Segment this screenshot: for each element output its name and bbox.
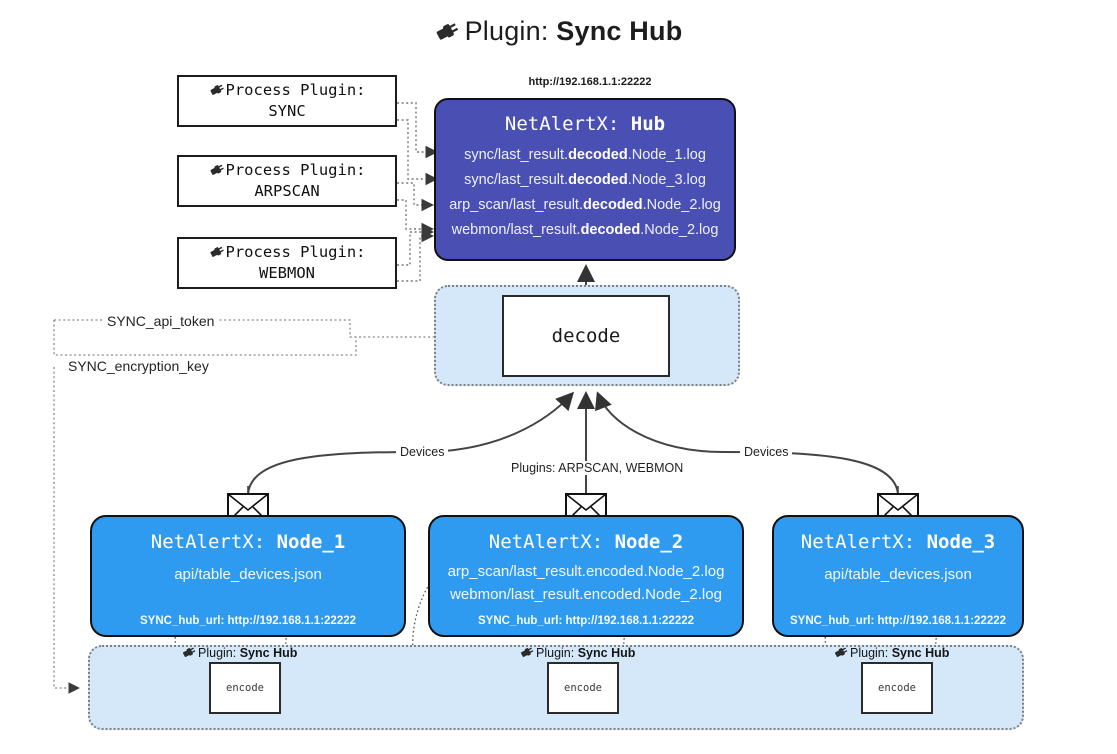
encoder-label-prefix: Plugin: xyxy=(850,646,889,660)
sync-api-token-label: SYNC_api_token xyxy=(103,313,219,329)
hub-log-line: arp_scan/last_result.decoded.Node_2.log xyxy=(436,193,734,218)
hub-node[interactable]: NetAlertX: Hub sync/last_result.decoded.… xyxy=(434,98,736,261)
hub-title: NetAlertX: Hub xyxy=(436,113,734,135)
log-pre: sync/last_result. xyxy=(464,171,569,188)
encoder-label-prefix: Plugin: xyxy=(536,646,575,660)
hub-title-name: Hub xyxy=(630,113,666,135)
node-resource-line: api/table_devices.json xyxy=(174,566,322,583)
log-post: .Node_2.log xyxy=(640,221,719,238)
plug-icon xyxy=(209,82,226,102)
log-pre: arp_scan/last_result. xyxy=(449,196,583,213)
plug-icon xyxy=(520,645,535,662)
process-plugin-name: ARPSCAN xyxy=(254,182,320,201)
sync-encryption-key-label: SYNC_encryption_key xyxy=(64,358,213,374)
plug-icon xyxy=(209,162,226,182)
log-mid: decoded xyxy=(568,171,628,188)
node-resource-line: webmon/last_result.encoded.Node_2.log xyxy=(450,586,722,603)
log-post: .Node_3.log xyxy=(627,171,706,188)
log-mid: decoded xyxy=(580,221,641,238)
hub-log-line: webmon/last_result.decoded.Node_2.log xyxy=(436,218,734,243)
node-resource-line: arp_scan/last_result.encoded.Node_2.log xyxy=(447,563,725,580)
node-box-node-3[interactable]: NetAlertX: Node_3 api/table_devices.json… xyxy=(772,515,1024,637)
plug-icon xyxy=(182,645,197,662)
plug-icon xyxy=(209,244,226,264)
process-plugin-name: WEBMON xyxy=(259,264,315,283)
node-hub-url: SYNC_hub_url: http://192.168.1.1:22222 xyxy=(139,615,357,627)
process-plugin-box-arpscan[interactable]: Process Plugin: ARPSCAN xyxy=(177,155,397,207)
encoder-plugin-label-2: Plugin: Sync Hub xyxy=(520,645,635,662)
hub-log-list: sync/last_result.decoded.Node_1.log sync… xyxy=(436,143,734,243)
process-plugin-box-webmon[interactable]: Process Plugin: WEBMON xyxy=(177,237,397,289)
log-mid: decoded xyxy=(582,196,643,213)
process-plugin-name: SYNC xyxy=(268,102,306,121)
process-plugin-box-sync[interactable]: Process Plugin: SYNC xyxy=(177,75,397,127)
encoder-plugin-label-3: Plugin: Sync Hub xyxy=(834,645,949,662)
hub-url-label: http://192.168.1.1:22222 xyxy=(528,76,652,88)
node-hub-url: SYNC_hub_url: http://192.168.1.1:22222 xyxy=(477,615,695,627)
node-box-node-1[interactable]: NetAlertX: Node_1 api/table_devices.json… xyxy=(90,515,406,637)
node-title-name: Node_1 xyxy=(276,531,346,553)
encoder-plugin-label-1: Plugin: Sync Hub xyxy=(182,645,297,662)
hub-log-line: sync/last_result.decoded.Node_1.log xyxy=(436,143,734,168)
hub-log-line: sync/last_result.decoded.Node_3.log xyxy=(436,168,734,193)
node-title-prefix: NetAlertX: xyxy=(488,531,604,553)
encoder-label-name: Sync Hub xyxy=(239,646,298,660)
node-resource-line: api/table_devices.json xyxy=(824,566,972,583)
encoder-label-prefix: Plugin: xyxy=(198,646,237,660)
node-title: NetAlertX: Node_1 xyxy=(92,531,404,553)
page-title-name: Sync Hub xyxy=(556,16,683,46)
node-title: NetAlertX: Node_3 xyxy=(774,531,1022,553)
process-plugin-label: Process Plugin: xyxy=(225,81,366,99)
plug-icon xyxy=(834,645,849,662)
node-box-node-2[interactable]: NetAlertX: Node_2 arp_scan/last_result.e… xyxy=(428,515,744,637)
hub-title-prefix: NetAlertX: xyxy=(504,113,620,135)
node-title-prefix: NetAlertX: xyxy=(150,531,266,553)
encode-box-3[interactable]: encode xyxy=(861,662,933,714)
encoder-label-name: Sync Hub xyxy=(891,646,950,660)
edge-label-devices-left: Devices xyxy=(396,445,449,459)
edge-label-plugins: Plugins: ARPSCAN, WEBMON xyxy=(507,461,688,475)
log-post: .Node_2.log xyxy=(642,196,721,213)
process-plugin-label: Process Plugin: xyxy=(225,161,366,179)
decode-box[interactable]: decode xyxy=(502,295,670,377)
encode-box-2[interactable]: encode xyxy=(547,662,619,714)
page-title-prefix: Plugin: xyxy=(464,16,549,46)
process-plugin-label: Process Plugin: xyxy=(225,243,366,261)
log-pre: sync/last_result. xyxy=(464,147,569,163)
log-pre: webmon/last_result. xyxy=(451,221,581,238)
log-post: .Node_1.log xyxy=(627,147,706,163)
node-title-prefix: NetAlertX: xyxy=(800,531,916,553)
node-title-name: Node_3 xyxy=(926,531,996,553)
node-title-name: Node_2 xyxy=(614,531,684,553)
page-title: Plugin: Sync Hub xyxy=(0,16,1117,50)
node-hub-url: SYNC_hub_url: http://192.168.1.1:22222 xyxy=(789,615,1007,627)
node-title: NetAlertX: Node_2 xyxy=(430,531,742,553)
encoder-label-name: Sync Hub xyxy=(577,646,636,660)
edge-label-devices-right: Devices xyxy=(740,445,793,459)
plug-icon xyxy=(435,19,461,50)
log-mid: decoded xyxy=(568,147,628,163)
encode-box-1[interactable]: encode xyxy=(209,662,281,714)
